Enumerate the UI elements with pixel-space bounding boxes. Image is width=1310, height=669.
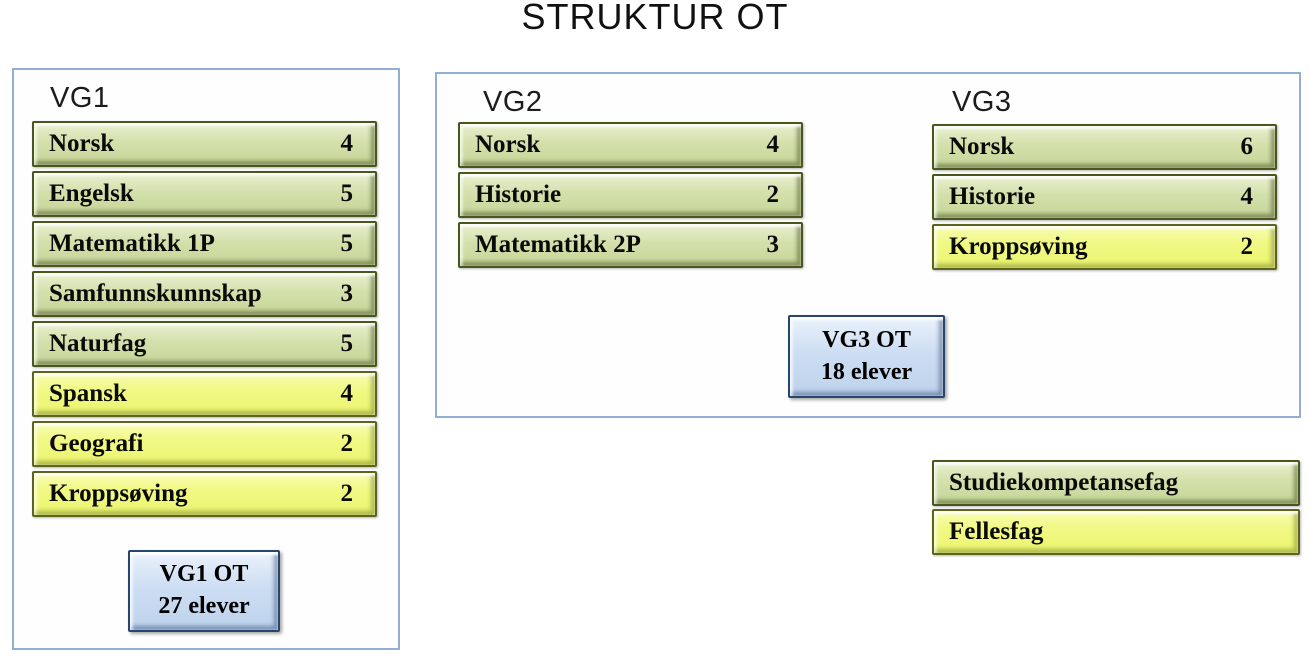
vg1-group-frame: VG1 Norsk 4 Engelsk 5 Matematikk 1P 5 Sa… xyxy=(12,68,400,650)
badge-count: 27 elever xyxy=(158,593,250,619)
subject-row-norsk: Norsk 6 xyxy=(932,124,1277,170)
subject-row-historie: Historie 2 xyxy=(458,172,803,218)
badge-title: VG1 OT xyxy=(159,561,249,588)
vg2-heading: VG2 xyxy=(483,86,543,118)
subject-row-norsk: Norsk 4 xyxy=(32,121,377,167)
subject-hours: 5 xyxy=(340,330,354,357)
subject-hours: 6 xyxy=(1240,133,1254,160)
subject-label: Historie xyxy=(949,183,1036,210)
subject-label: Geografi xyxy=(49,430,144,457)
subject-label: Matematikk 2P xyxy=(475,231,641,258)
vg2-vg3-group-frame: VG2 Norsk 4 Historie 2 Matematikk 2P 3 V… xyxy=(435,72,1301,418)
badge-title: VG3 OT xyxy=(822,326,911,353)
vg1-heading: VG1 xyxy=(50,82,110,114)
subject-row-engelsk: Engelsk 5 xyxy=(32,171,377,217)
subject-row-naturfag: Naturfag 5 xyxy=(32,321,377,367)
vg1-subject-list: Norsk 4 Engelsk 5 Matematikk 1P 5 Samfun… xyxy=(32,121,377,517)
subject-row-matematikk-2p: Matematikk 2P 3 xyxy=(458,222,803,268)
subject-row-geografi: Geografi 2 xyxy=(32,421,377,467)
vg2-subject-list: Norsk 4 Historie 2 Matematikk 2P 3 xyxy=(458,122,803,268)
legend-label: Fellesfag xyxy=(949,518,1044,545)
subject-row-spansk: Spansk 4 xyxy=(32,371,377,417)
diagram-title: STRUKTUR OT xyxy=(521,0,789,37)
subject-hours: 2 xyxy=(766,181,780,208)
subject-hours: 2 xyxy=(340,430,354,457)
subject-label: Norsk xyxy=(475,131,541,158)
subject-hours: 4 xyxy=(1240,183,1254,210)
vg1-ot-badge: VG1 OT 27 elever xyxy=(128,550,280,632)
subject-row-kroppsoving: Kroppsøving 2 xyxy=(32,471,377,517)
vg3-heading: VG3 xyxy=(952,86,1012,118)
subject-hours: 2 xyxy=(1240,233,1254,260)
subject-hours: 5 xyxy=(340,180,354,207)
legend-item-studiekompetansefag: Studiekompetansefag xyxy=(932,460,1300,506)
subject-hours: 3 xyxy=(340,280,354,307)
subject-label: Historie xyxy=(475,181,562,208)
subject-label: Naturfag xyxy=(49,330,147,357)
vg3-subject-list: Norsk 6 Historie 4 Kroppsøving 2 xyxy=(932,124,1277,270)
vg3-ot-badge: VG3 OT 18 elever xyxy=(788,315,945,398)
subject-row-norsk: Norsk 4 xyxy=(458,122,803,168)
subject-hours: 5 xyxy=(340,230,354,257)
legend: Studiekompetansefag Fellesfag xyxy=(932,460,1300,555)
subject-label: Norsk xyxy=(49,130,115,157)
legend-item-fellesfag: Fellesfag xyxy=(932,509,1300,555)
subject-hours: 4 xyxy=(340,130,354,157)
subject-hours: 4 xyxy=(766,131,780,158)
subject-label: Kroppsøving xyxy=(49,480,188,507)
subject-hours: 4 xyxy=(340,380,354,407)
subject-label: Spansk xyxy=(49,380,127,407)
subject-label: Matematikk 1P xyxy=(49,230,215,257)
subject-hours: 3 xyxy=(766,231,780,258)
subject-row-matematikk-1p: Matematikk 1P 5 xyxy=(32,221,377,267)
subject-label: Samfunnskunnskap xyxy=(49,280,262,307)
subject-hours: 2 xyxy=(340,480,354,507)
badge-count: 18 elever xyxy=(820,358,913,385)
subject-label: Norsk xyxy=(949,133,1015,160)
subject-label: Engelsk xyxy=(49,180,134,207)
subject-label: Kroppsøving xyxy=(949,233,1088,260)
subject-row-kroppsoving: Kroppsøving 2 xyxy=(932,224,1277,270)
legend-label: Studiekompetansefag xyxy=(949,469,1179,496)
subject-row-samfunnskunnskap: Samfunnskunnskap 3 xyxy=(32,271,377,317)
subject-row-historie: Historie 4 xyxy=(932,174,1277,220)
